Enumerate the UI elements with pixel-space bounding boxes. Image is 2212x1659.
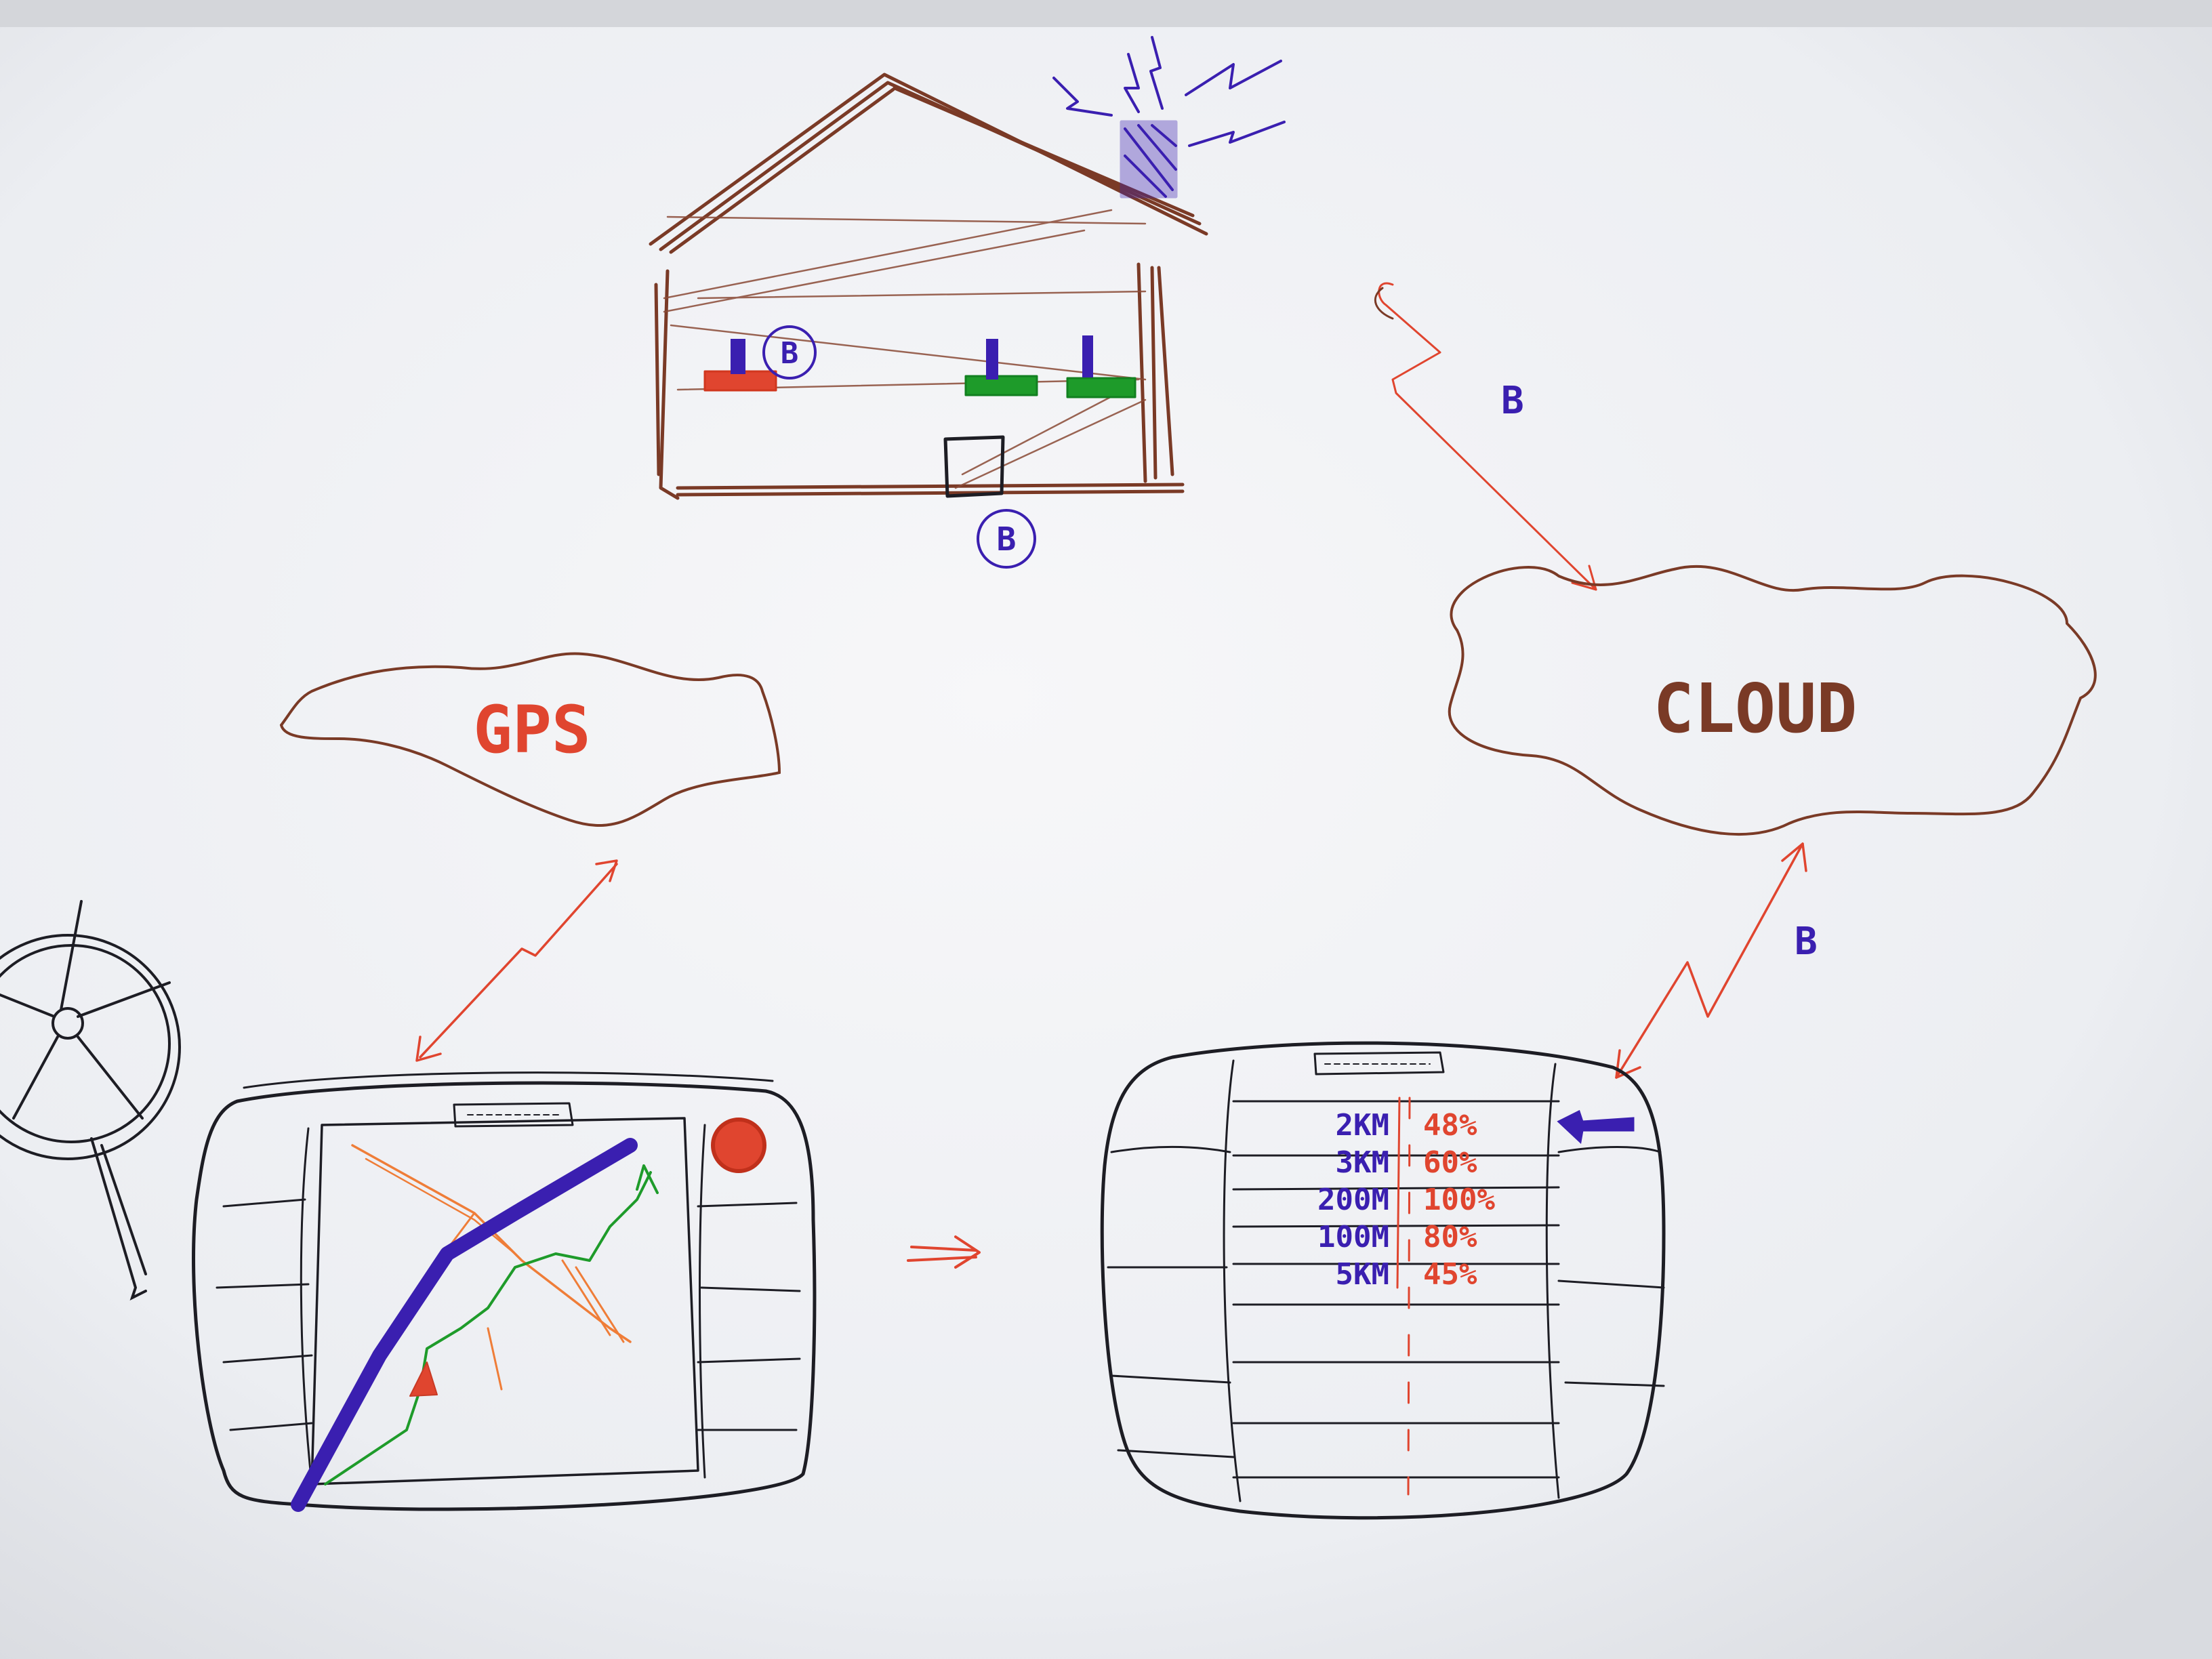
gps-to-phone-link <box>415 859 618 1062</box>
distance-cell: 100M <box>1317 1220 1389 1254</box>
cloud-label: CLOUD <box>1653 669 1857 748</box>
record-dot-icon[interactable] <box>711 1118 766 1173</box>
cloud-icon: CLOUD <box>1448 565 2097 836</box>
percent-cell: 80% <box>1423 1220 1477 1254</box>
gps-cloud-shape: GPS <box>279 652 781 827</box>
distance-table: 2KM 48% 3KM 60% 200M 100% 100M 80% 5KM 45% <box>1317 1108 1495 1292</box>
house-roof <box>649 73 1208 254</box>
house-walls <box>654 262 1185 500</box>
distance-cell: 3KM <box>1336 1145 1389 1180</box>
table-row: 3KM 60% <box>1336 1145 1477 1180</box>
beacon-icon-green-2 <box>1066 335 1136 398</box>
distance-cell: 2KM <box>1336 1108 1389 1143</box>
cloud-to-phone-link <box>1615 842 1807 1079</box>
house-interior-lines <box>663 209 1147 489</box>
table-row: 200M 100% <box>1317 1183 1495 1217</box>
table-row: 5KM 45% <box>1336 1257 1477 1292</box>
table-row: 100M 80% <box>1317 1220 1477 1254</box>
phone-table-screen <box>1100 1041 1666 1520</box>
house-b-label-1: B <box>781 336 799 371</box>
link-b-label-bottom: B <box>1795 920 1818 964</box>
house-b-marker-2: B <box>977 509 1036 569</box>
table-row: 2KM 48% <box>1336 1108 1477 1143</box>
fan-icon <box>0 900 181 1300</box>
paper-top-edge <box>0 0 2212 27</box>
wireless-signal-icon <box>1052 36 1286 147</box>
chimney <box>1120 120 1178 199</box>
arrow-right-icon <box>907 1235 981 1269</box>
beacon-icon-red <box>703 339 777 392</box>
house-b-marker-1: B <box>762 325 817 380</box>
percent-cell: 45% <box>1423 1257 1477 1292</box>
beacon-icon-green-1 <box>964 339 1038 396</box>
beacon-to-cloud-link <box>1374 282 1597 591</box>
percent-cell: 100% <box>1423 1183 1495 1217</box>
house-b-label-2: B <box>997 520 1017 558</box>
percent-cell: 60% <box>1423 1145 1477 1180</box>
gps-label: GPS <box>473 692 590 768</box>
percent-cell: 48% <box>1423 1108 1477 1143</box>
phone-map-screen <box>192 1071 817 1512</box>
distance-cell: 5KM <box>1336 1257 1389 1292</box>
house-sketch <box>649 36 1286 500</box>
house-door <box>943 435 1005 498</box>
distance-cell: 200M <box>1317 1183 1389 1217</box>
pointer-arrow-icon <box>1557 1109 1635 1144</box>
link-b-label-top: B <box>1501 379 1524 423</box>
